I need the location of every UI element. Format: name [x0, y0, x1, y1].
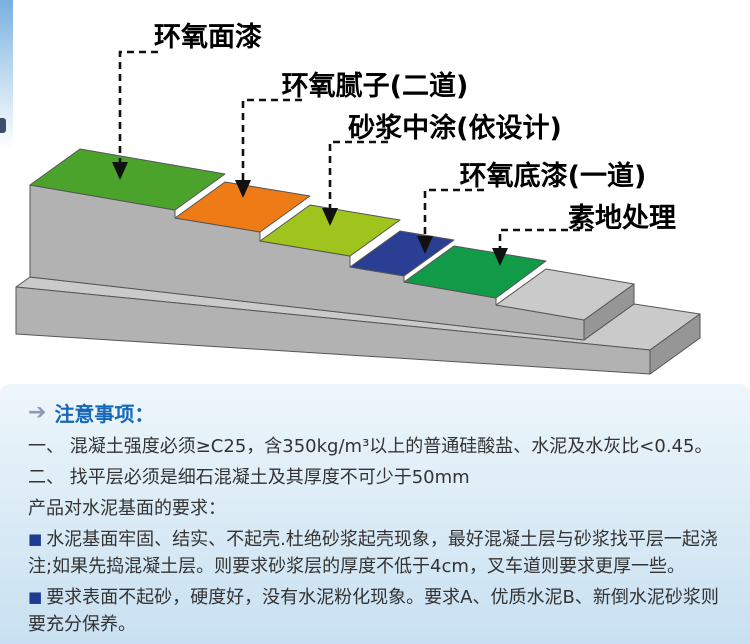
- upper-slab-top-face: [495, 268, 635, 321]
- layer-mortar-midcoat-face: [259, 204, 401, 257]
- leader-epoxy-putty: [241, 98, 302, 182]
- bullet-square-icon: ■: [28, 530, 43, 548]
- notes-panel: ➔ 注意事项： 一、 混凝土强度必须≥C25，含350kg/m³以上的普通硅酸盐…: [0, 384, 750, 644]
- note-line-5-text: 要求表面不起砂，硬度好，没有水泥粉化现象。要求A、优质水泥B、新倒水泥砂浆则要充…: [28, 587, 719, 635]
- arrow-epoxy-putty-icon: [235, 180, 251, 198]
- notes-header: ➔ 注意事项：: [28, 398, 728, 427]
- note-line-5: ■要求表面不起砂，硬度好，没有水泥粉化现象。要求A、优质水泥B、新倒水泥砂浆则要…: [28, 584, 728, 638]
- note-line-4: ■水泥基面牢固、结实、不起壳.杜绝砂浆起壳现象，最好混凝土层与砂浆找平层一起浇注…: [28, 526, 728, 580]
- label-mortar-midcoat: 砂浆中涂(依设计): [348, 112, 562, 144]
- label-base-treatment: 素地处理: [568, 203, 676, 234]
- label-epoxy-topcoat: 环氧面漆: [154, 22, 262, 53]
- layer-base-treatment-face: [403, 245, 547, 299]
- label-epoxy-primer: 环氧底漆(一道): [460, 160, 647, 192]
- left-edge-decoration: [0, 0, 13, 150]
- note-line-4-text: 水泥基面牢固、结实、不起壳.杜绝砂浆起壳现象，最好混凝土层与砂浆找平层一起浇注;…: [28, 529, 718, 577]
- leader-epoxy-primer: [423, 188, 484, 238]
- arrow-epoxy-primer-icon: [417, 236, 433, 254]
- notice-arrow-icon: ➔: [28, 399, 47, 425]
- leader-epoxy-topcoat: [118, 50, 158, 164]
- arrow-mortar-midcoat-icon: [322, 208, 338, 226]
- note-line-1-text: 一、 混凝土强度必须≥C25，含350kg/m³以上的普通硅酸盐、水泥及水灰比<…: [28, 436, 713, 457]
- lower-slab-side-face: [649, 313, 701, 375]
- left-edge-mark: [0, 118, 6, 133]
- layer-epoxy-putty-face: [174, 181, 311, 233]
- note-line-3-text: 产品对水泥基面的要求：: [28, 498, 226, 519]
- note-line-2-text: 二、 找平层必须是细石混凝土及其厚度不可少于50mm: [28, 467, 470, 488]
- layer-epoxy-topcoat-face: [29, 148, 226, 211]
- note-line-1: 一、 混凝土强度必须≥C25，含350kg/m³以上的普通硅酸盐、水泥及水灰比<…: [28, 433, 728, 460]
- arrow-epoxy-topcoat-icon: [112, 162, 128, 180]
- floor-layers-diagram: 环氧面漆 环氧腻子(二道) 砂浆中涂(依设计) 环氧底漆(一道) 素地处理: [15, 22, 701, 375]
- note-line-3: 产品对水泥基面的要求：: [28, 495, 728, 522]
- leader-base-treatment: [498, 228, 592, 250]
- note-line-2: 二、 找平层必须是细石混凝土及其厚度不可少于50mm: [28, 464, 728, 491]
- leader-mortar-midcoat: [328, 140, 388, 210]
- notes-title: 注意事项：: [54, 402, 155, 426]
- label-epoxy-putty: 环氧腻子(二道): [282, 70, 469, 102]
- bullet-square-icon: ■: [28, 588, 43, 606]
- arrow-base-treatment-icon: [492, 248, 508, 266]
